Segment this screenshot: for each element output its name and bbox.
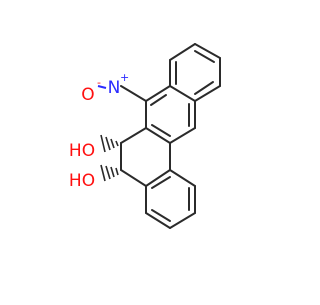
atom-label-oxygen-nitro: O bbox=[81, 85, 94, 105]
bond-double-inner bbox=[151, 176, 171, 189]
charge-plus: + bbox=[120, 71, 129, 84]
atom-label-hydroxyl-upper: HO bbox=[69, 141, 95, 161]
molecule-structure: O - N + HO HO bbox=[69, 43, 221, 229]
molecule-canvas: O - N + HO HO bbox=[68, 43, 221, 229]
bond bbox=[145, 85, 171, 102]
bond bbox=[169, 43, 196, 61]
bond bbox=[194, 43, 221, 59]
bond bbox=[145, 169, 171, 187]
hash-wedge-upper bbox=[100, 134, 119, 153]
bond-n-o bbox=[97, 85, 107, 89]
charge-minus: - bbox=[97, 76, 101, 89]
hash-wedge-lower bbox=[100, 164, 119, 182]
bond-double-inner bbox=[150, 94, 167, 106]
bond bbox=[120, 169, 147, 187]
bond bbox=[194, 85, 221, 102]
bond-double-inner bbox=[151, 209, 171, 222]
atom-label-hydroxyl-lower: HO bbox=[69, 171, 95, 191]
bond-double-inner bbox=[194, 50, 215, 63]
bond bbox=[169, 212, 196, 229]
bond bbox=[145, 212, 171, 229]
atom-label-nitrogen: N bbox=[108, 78, 121, 98]
bond bbox=[145, 127, 171, 144]
bonds bbox=[120, 43, 221, 229]
bond-double-inner bbox=[151, 124, 171, 137]
bond bbox=[120, 127, 147, 144]
bond bbox=[169, 127, 196, 144]
bond bbox=[169, 85, 196, 102]
bond bbox=[169, 169, 196, 187]
bond-c-n bbox=[120, 85, 147, 102]
bond-double-inner bbox=[194, 81, 214, 95]
